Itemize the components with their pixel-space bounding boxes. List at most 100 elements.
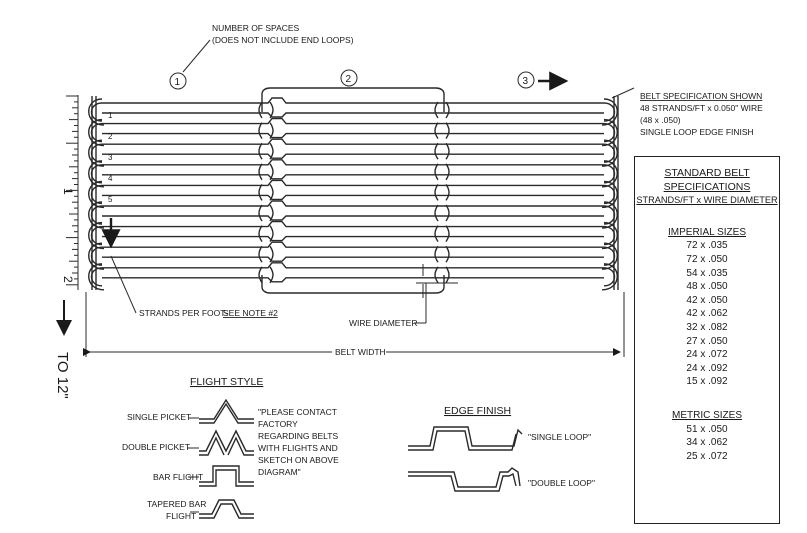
callout-strands-per-foot: STRANDS PER FOOT- SEE NOTE #2 [101, 218, 278, 318]
imperial-size: 24 x .092 [686, 362, 728, 374]
belt-strand [102, 215, 604, 221]
belt-crimp-bottom [261, 275, 445, 294]
belt-spec-line-1: 48 STRANDS/FT x 0.050" WIRE [640, 103, 763, 113]
strand-number-3: 3 [108, 153, 113, 162]
strand-number-1: 1 [108, 111, 113, 120]
belt-width-dimension: BELT WIDTH [83, 292, 625, 357]
belt-width-label: BELT WIDTH [335, 347, 386, 357]
strand-number-5: 5 [108, 195, 113, 204]
metric-size: 34 x .062 [686, 437, 728, 449]
imperial-size: 54 x .035 [686, 267, 728, 279]
belt-strand [102, 117, 604, 125]
belt-strand [102, 220, 604, 228]
spec-title-line-1: STANDARD BELT [664, 167, 750, 179]
imperial-size: 27 x .050 [686, 335, 728, 347]
crimp-bend [434, 184, 450, 201]
metric-size: 51 x .050 [686, 423, 728, 435]
see-note-link: SEE NOTE #2 [223, 308, 278, 318]
flight-note-4: WITH FLIGHTS AND [258, 443, 338, 453]
flight-bar-label: BAR FLIGHT [153, 472, 203, 482]
crimp-bend [258, 184, 274, 201]
belt-strand [102, 179, 604, 187]
belt-strand [102, 256, 604, 262]
circle-marker-2 [340, 69, 358, 87]
circle-marker-1 [169, 72, 187, 90]
crimp-bend [434, 266, 450, 284]
metric-heading: METRIC SIZES [671, 409, 742, 421]
standard-specs-box: STANDARD BELT SPECIFICATIONS STRANDS/FT … [634, 156, 780, 524]
callout-wire-diameter: WIRE DIAMETER [349, 264, 458, 328]
belt-spec-title: BELT SPECIFICATION SHOWN [640, 91, 762, 101]
belt-strand [102, 138, 604, 145]
double-loop-icon [408, 467, 521, 492]
flight-tapered-bar-label: TAPERED BAR [147, 499, 206, 509]
imperial-size: 72 x .050 [686, 253, 728, 265]
belt-strand [102, 153, 604, 159]
imperial-sizes: IMPERIAL SIZES 72 x .035 72 x .050 54 x … [635, 226, 779, 389]
metric-size: 25 x .072 [686, 450, 728, 462]
belt-strand [102, 277, 604, 283]
belt-strand [102, 235, 604, 242]
crimp-bend [258, 163, 274, 181]
ruler: 1 2 TO 12" [54, 95, 79, 399]
belt-strand [102, 194, 604, 201]
number-of-spaces-label: NUMBER OF SPACES [212, 23, 300, 33]
single-loop-icon [408, 426, 523, 451]
metric-sizes: METRIC SIZES 51 x .050 34 x .062 25 x .0… [635, 409, 779, 463]
spec-title-line-2: SPECIFICATIONS [663, 180, 751, 193]
belt-spec-line-3: SINGLE LOOP EDGE FINISH [640, 127, 754, 137]
ruler-number-1: 1 [61, 188, 75, 195]
belt-strand [102, 97, 604, 104]
crimp-bend [434, 163, 450, 181]
number-of-spaces-note: (DOES NOT INCLUDE END LOOPS) [212, 35, 354, 45]
imperial-size: 72 x .035 [686, 240, 728, 252]
flight-note-3: REGARDING BELTS [258, 431, 338, 441]
crimp-bend [434, 245, 450, 263]
belt-edge-left [91, 96, 97, 290]
tapered-bar-icon [199, 499, 254, 519]
flight-note-6: DIAGRAM" [258, 467, 301, 477]
single-picket-icon [199, 398, 254, 424]
belt-strand [102, 200, 604, 207]
belt-strand [102, 241, 604, 248]
wire-diameter-label: WIRE DIAMETER [349, 318, 417, 328]
belt-spec-line-2: (48 x .050) [640, 115, 681, 125]
flight-single-picket-label: SINGLE PICKET [127, 412, 191, 422]
crimp-bend [434, 142, 450, 160]
flight-style-title: FLIGHT STYLE [190, 376, 263, 388]
crimp-bend [258, 122, 274, 139]
strand-number-4: 4 [108, 174, 113, 183]
crimp-bend [258, 225, 274, 242]
imperial-size: 24 x .072 [686, 349, 728, 361]
flight-note-5: SKETCH ON ABOVE [258, 455, 339, 465]
belt-strand [102, 132, 604, 139]
flight-note-1: "PLEASE CONTACT [258, 407, 337, 417]
crimp-bend [434, 122, 450, 139]
flight-style-section: FLIGHT STYLE SINGLE PICKET DOUBLE PICKET… [122, 376, 339, 521]
edge-finish-section: EDGE FINISH "SINGLE LOOP" "DOUBLE LOOP" [408, 405, 595, 492]
crimp-bend [434, 101, 450, 119]
imperial-size: 15 x .092 [686, 376, 728, 388]
crimp-bend [434, 225, 450, 242]
strands-per-foot-label: STRANDS PER FOOT- [139, 308, 228, 318]
flight-note-2: FACTORY [258, 419, 298, 429]
crimp-bend [434, 204, 450, 222]
strand-number-2: 2 [108, 132, 113, 141]
circle-1-label: 1 [175, 77, 181, 88]
callout-number-of-spaces: NUMBER OF SPACES (DOES NOT INCLUDE END L… [169, 23, 569, 91]
imperial-size: 42 x .062 [686, 308, 728, 320]
belt-crimp-top [261, 87, 445, 112]
belt-strand [102, 112, 604, 118]
strand-numbers: 1 2 3 4 5 [108, 111, 113, 204]
edge-finish-title: EDGE FINISH [444, 405, 511, 417]
belt-strand [102, 174, 604, 180]
crimp-bend [258, 266, 274, 284]
crimp-bend [258, 204, 274, 222]
crimp-bend [258, 142, 274, 160]
belt-mesh [88, 87, 619, 294]
belt-strand [102, 262, 604, 269]
circle-marker-3 [517, 71, 535, 89]
imperial-size: 42 x .050 [686, 294, 728, 306]
ruler-label: TO 12" [54, 352, 71, 399]
